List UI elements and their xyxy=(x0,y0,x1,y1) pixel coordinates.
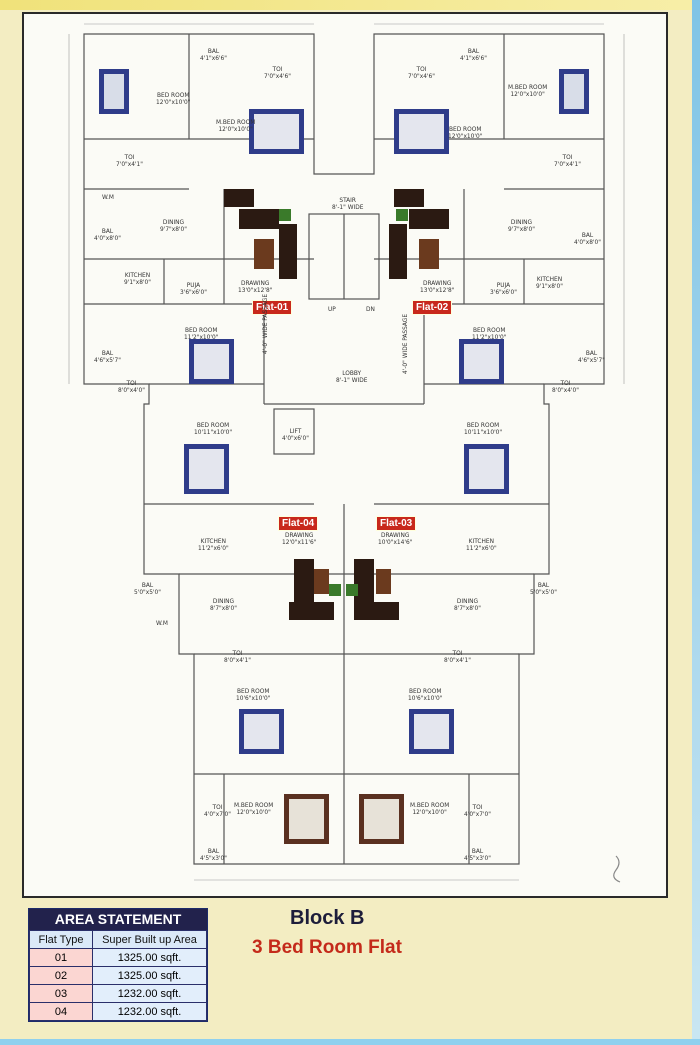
passage-label: 4'-0" WIDE PASSAGE xyxy=(401,313,409,374)
scribble-mark xyxy=(613,855,621,883)
column-header-flat-type: Flat Type xyxy=(29,930,93,949)
column-header-area: Super Built up Area xyxy=(92,930,207,949)
table-row: 03 1232.00 sqft. xyxy=(29,984,207,1003)
block-title: Block B xyxy=(290,907,365,929)
area-statement-title: AREA STATEMENT xyxy=(29,909,207,930)
table-row: 01 1325.00 sqft. xyxy=(29,948,207,967)
table-row: 02 1325.00 sqft. xyxy=(29,966,207,985)
floor-plan-drawing xyxy=(68,23,625,883)
table-row: 04 1232.00 sqft. xyxy=(29,1002,207,1021)
room-label: UP xyxy=(328,305,336,313)
flat-type-cell: 02 xyxy=(29,966,93,985)
room-label: W.M xyxy=(156,619,168,627)
bottom-edge-strip xyxy=(0,1039,700,1045)
bed-furniture xyxy=(99,69,329,844)
flat-tag-03: Flat-03 xyxy=(376,516,417,531)
flat-tag-01: Flat-01 xyxy=(252,300,293,315)
flat-tag-02: Flat-02 xyxy=(412,300,453,315)
flat-type-cell: 01 xyxy=(29,948,93,967)
area-cell: 1325.00 sqft. xyxy=(92,948,207,967)
area-cell: 1232.00 sqft. xyxy=(92,984,207,1003)
building-outline xyxy=(83,33,605,865)
flat-type-cell: 03 xyxy=(29,984,93,1003)
top-edge-strip xyxy=(0,0,700,10)
flat-tag-04: Flat-04 xyxy=(278,516,319,531)
room-label: W.M xyxy=(102,193,114,201)
passage-label: 4'-0" WIDE PASSAGE xyxy=(261,293,269,354)
right-edge-strip xyxy=(692,0,700,1045)
area-cell: 1325.00 sqft. xyxy=(92,966,207,985)
area-statement-table: AREA STATEMENT Flat Type Super Built up … xyxy=(28,908,208,1022)
block-subtitle: 3 Bed Room Flat xyxy=(252,937,402,958)
area-cell: 1232.00 sqft. xyxy=(92,1002,207,1021)
flat-type-cell: 04 xyxy=(29,1002,93,1021)
room-label: DN xyxy=(366,305,375,313)
